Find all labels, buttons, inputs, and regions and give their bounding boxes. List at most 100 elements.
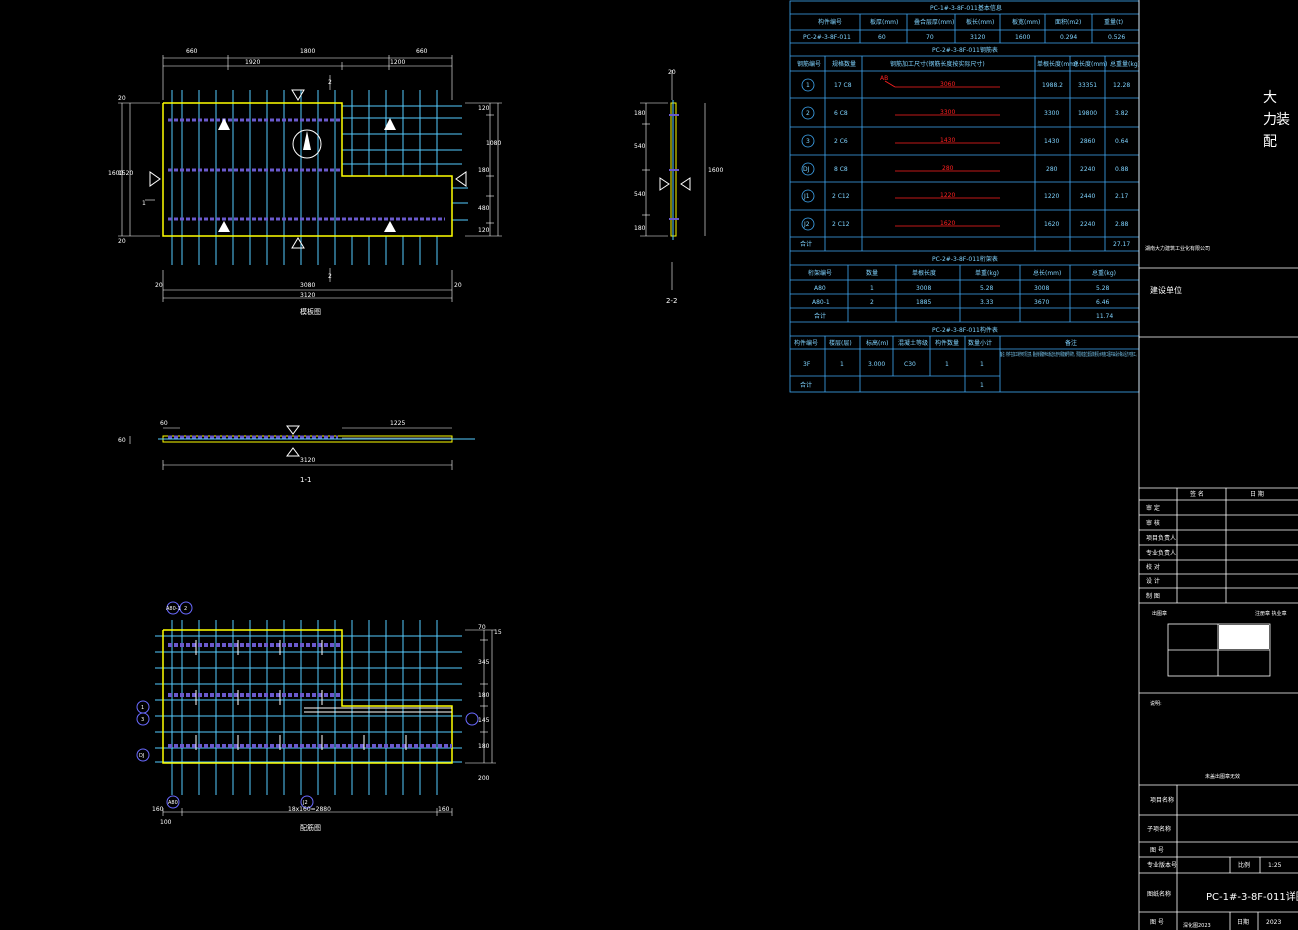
basic-r-6: 0.526 [1108,34,1125,41]
rebar-row-1-len: 1988.2 [1042,82,1063,89]
truss-r2-5: 6.46 [1096,299,1110,306]
sec11-left-dim: 60 [118,437,126,444]
shape-2: 3300 [940,109,955,116]
rebar-bubble-2: 2 [184,606,187,612]
sec22-dim-2: 180 [634,110,646,117]
rebar-right-dim-7: 200 [478,775,490,782]
basic-h-6: 重量(t) [1104,18,1123,26]
truss-h-2: 单根长度 [912,269,936,277]
stamp-label-right: 注册章 执业章 [1255,610,1287,617]
rebar-h-4: 总长度(mm) [1073,60,1107,68]
rebar-right-dim-5: 145 [478,717,490,724]
rebar-row-6-total: 2240 [1080,221,1095,228]
basic-r-5: 0.294 [1060,34,1077,41]
rebar-row-5-len: 1220 [1044,193,1059,200]
sec11-caption: 1-1 [300,476,311,484]
props-total-label: 合计 [800,381,812,389]
rebar-row-2-len: 3300 [1044,110,1059,117]
truss-r2-1: 2 [870,299,874,306]
field-drawing-no: 图 号 [1150,847,1164,854]
plan-top-dim-3: 660 [416,48,428,55]
rebar-row-6-id: J2 [803,221,810,228]
drawing-no-label: 专业版本号 [1147,861,1177,869]
drawing-name: PC-1#-3-8F-011详图 [1206,890,1298,903]
props-h-4: 构件数量 [935,339,959,347]
plan-right-dim-1: 120 [478,105,490,112]
plan-section-mark-bottom: 2 [328,273,332,280]
truss-r2-2: 1885 [916,299,931,306]
rebar-row-3-len: 1430 [1044,138,1059,145]
truss-r2-4: 3670 [1034,299,1049,306]
basic-r-3: 3120 [970,34,985,41]
rebar-shapes [884,80,1000,227]
props-r-1: 1 [840,361,844,368]
section-2-2: 20 180 540 540 180 1600 2-2 [634,69,723,305]
drawing-name-label: 图纸名称 [1147,890,1171,898]
sign-r-5: 校 对 [1146,563,1160,571]
plan-left-dim-4: 20 [118,238,126,245]
rebar-row-1-total: 33351 [1078,82,1097,89]
props-r-2: 3.000 [868,361,885,368]
sec22-caption: 2-2 [666,297,677,305]
props-h-5: 数量小计 [968,339,992,347]
corner-char-2: 力 [1263,112,1277,128]
rebar-row-2-weight: 3.82 [1115,110,1129,117]
plan-right-dim-3: 180 [478,167,490,174]
rebar-row-3-id: 3 [806,138,810,145]
plan-right-dim-2: 1080 [486,140,501,147]
props-h-6: 备注 [1065,339,1077,347]
rebar-row-2-id: 2 [806,110,810,117]
plan-bottom-dim-2: 3080 [300,282,315,289]
rebar-bottom-dim-2: 18x160=2880 [288,806,331,813]
rebar-row-4-len: 280 [1046,166,1058,173]
field-subitem: 子项名称 [1147,825,1171,833]
plan-top2-dim-1: 1920 [245,59,260,66]
truss-r2-3: 3.33 [980,299,994,306]
props-total-value: 1 [980,382,984,389]
rebar-row-5-total: 2440 [1080,193,1095,200]
rebar-row-1-weight: 12.28 [1113,82,1130,89]
plan-top-dim-1: 660 [186,48,198,55]
rebar-row-4-id: DJ [803,166,810,173]
note-label: 说明: [1150,700,1162,707]
plan-bottom-dim-3: 20 [454,282,462,289]
rebar-title: PC-2#-3-8F-011钢筋表 [932,46,998,54]
stamp-label: 出图章 [1152,610,1167,617]
rebar-row-2-total: 19800 [1078,110,1097,117]
sec22-dim-1: 20 [668,69,676,76]
rebar-row-1-spec: 17 C8 [834,82,852,89]
truss-h-5: 总重(kg) [1092,269,1116,277]
rebar-row-5-id: J1 [803,193,810,200]
truss-total-label: 合计 [814,312,826,320]
note-text: 未盖出图章无效 [1205,773,1240,780]
sign-h-1: 签 名 [1190,490,1204,498]
rebar-bubble-a80: A80 [168,800,178,806]
sign-r-4: 专业负责人 [1146,549,1176,557]
props-h-0: 构件编号 [794,339,818,347]
basic-h-5: 面积(m2) [1055,18,1081,26]
basic-h-0: 构件编号 [818,18,842,26]
rebar-bottom-dim-1: 160 [152,806,164,813]
rebar-h-3: 单根长度(mm) [1037,60,1077,68]
rebar-right-dim-4: 180 [478,692,490,699]
rebar-view: A80-1 2 1 3 DJ A80 J2 70 15 345 180 145 … [136,601,502,832]
plan-section-mark-side: 1 [142,200,146,207]
rebar-bubble-3: 3 [141,717,144,723]
shape-5: 1220 [940,192,955,199]
sec22-dim-6: 1600 [708,167,723,174]
rebar-h-0: 钢筋编号 [797,60,821,68]
truss-r1-0: A80 [814,285,826,292]
truss-h-3: 单重(kg) [975,269,999,277]
rebar-bubble-dj: DJ [139,753,144,759]
rebar-row-2-spec: 6 C8 [834,110,848,117]
plan-caption: 模板图 [300,307,321,316]
sec22-dim-4: 540 [634,191,646,198]
basic-h-4: 板宽(mm) [1012,18,1040,26]
plan-section-mark-top: 2 [328,79,332,86]
footer-mid: 深化图2023 [1183,922,1211,929]
field-project: 项目名称 [1150,796,1174,804]
truss-r2-0: A80-1 [812,299,830,306]
plan-bottom-dim-1: 20 [155,282,163,289]
truss-r1-2: 3008 [916,285,931,292]
